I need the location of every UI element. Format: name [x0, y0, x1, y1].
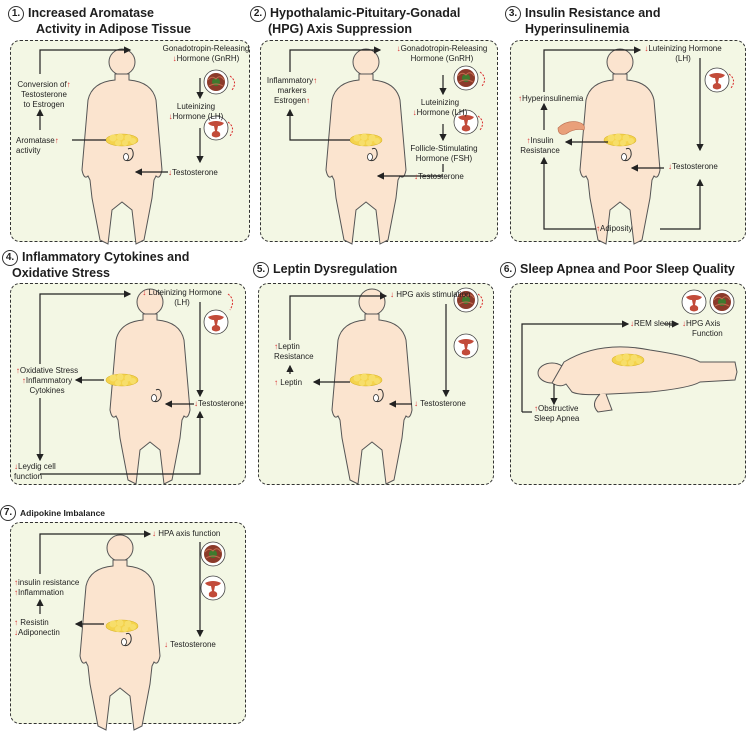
- p7-hpa-label: ↓ HPA axis function: [152, 529, 221, 538]
- p2-gnrh-label: ↓Gonadotropin-Releasing Hormone (GnRH): [396, 44, 488, 63]
- p3-lh-label: ↓Luteinizing Hormone (LH): [644, 44, 722, 63]
- pancreas-icon: [557, 121, 585, 135]
- p1-aromatase-label: Aromatase↑ activity: [16, 136, 59, 155]
- human-body-icon: [79, 534, 161, 731]
- panel-4-graphics: [36, 288, 234, 485]
- p2-testosterone-label: ↓Testosterone: [414, 172, 464, 181]
- panel-5-title: 5.Leptin Dysregulation: [253, 262, 397, 278]
- panel-1-title: 1.Increased Aromatase Activity in Adipos…: [8, 6, 191, 37]
- panel-7-number: 7.: [0, 505, 16, 521]
- p4-lh-label: ↓ Luteinizing Hormone (LH): [142, 288, 222, 307]
- p5-leptin-resistance-label: ↑Leptin Resistance: [274, 342, 314, 361]
- p4-testosterone-label: ↓Testosterone: [194, 399, 244, 408]
- panel-7-title: 7.Adipokine Imbalance: [0, 505, 105, 521]
- panel-2-title: 2.Hypothalamic-Pituitary-Gonadal (HPG) A…: [250, 6, 460, 37]
- p1-conversion-label: Conversion of↑ Testosterone to Estrogen: [17, 80, 71, 109]
- p3-adiposity-label: ↑Adiposity: [596, 224, 633, 233]
- p1-lh-label: Luteinizing ↓Hormone (LH): [168, 102, 224, 121]
- lying-human-body-icon: [537, 346, 738, 413]
- brain-icon: [453, 65, 479, 91]
- p3-testosterone-label: ↓Testosterone: [668, 162, 718, 171]
- p2-inflammatory-label: Inflammatory↑ markers Estrogen↑: [266, 76, 318, 105]
- panel-6-number: 6.: [500, 262, 516, 278]
- panel-5-number: 5.: [253, 262, 269, 278]
- panel-1-graphics: [36, 46, 236, 245]
- brain-icon: [203, 69, 229, 95]
- pituitary-gland-icon: [681, 289, 707, 315]
- panel-3-graphics: [540, 46, 735, 245]
- p2-lh-label: Luteinizing ↓Hormone (LH): [412, 98, 468, 117]
- human-body-icon: [325, 48, 407, 245]
- brain-icon: [709, 289, 735, 315]
- p6-hpg-label: ↓HPG Axis Function: [682, 319, 723, 338]
- panel-3-title: 3.Insulin Resistance and Hyperinsulinemi…: [505, 6, 660, 37]
- p5-testosterone-label: ↓ Testosterone: [414, 399, 466, 408]
- human-body-icon: [331, 288, 413, 485]
- panel-6-title: 6.Sleep Apnea and Poor Sleep Quality: [500, 262, 735, 278]
- panel-4-title: 4.Inflammatory Cytokines and Oxidative S…: [2, 250, 189, 281]
- panel-6-graphics: [521, 289, 738, 413]
- panel-7-graphics: [36, 530, 226, 731]
- p3-hyperinsulinemia-label: ↑Hyperinsulinemia: [518, 94, 584, 103]
- human-body-icon: [579, 48, 661, 245]
- human-body-icon: [109, 288, 191, 485]
- p7-testosterone-label: ↓ Testosterone: [164, 640, 216, 649]
- p4-leydig-label: ↓Leydig cell function: [14, 462, 56, 481]
- pituitary-gland-icon: [453, 333, 479, 359]
- p5-leptin-label: ↑ Leptin: [274, 378, 303, 387]
- p5-hpg-label: ↓ HPG axis stimulation: [390, 290, 471, 299]
- p3-insulin-label: ↑Insulin Resistance: [520, 136, 560, 155]
- panel-5-graphics: [286, 287, 484, 485]
- p6-osa-label: ↑Obstructive Sleep Apnea: [534, 404, 580, 423]
- p7-insulin-label: ↑insulin resistance ↑Inflammation: [14, 578, 80, 597]
- human-body-icon: [81, 48, 163, 245]
- panel-2-graphics: [286, 46, 486, 245]
- p4-oxidative-label: ↑Oxidative Stress ↑Inflammatory Cytokine…: [15, 366, 79, 395]
- p1-gnrh-label: Gonadotropin-Releasing ↓Hormone (GnRH): [162, 44, 250, 63]
- pituitary-gland-icon: [200, 575, 226, 601]
- pituitary-gland-icon: [704, 67, 730, 93]
- p7-resistin-label: ↑ Resistin ↓Adiponectin: [14, 618, 60, 637]
- p6-rem-label: ↓REM sleep: [630, 319, 674, 328]
- p1-testosterone-label: ↓Testosterone: [168, 168, 218, 177]
- brain-icon: [200, 541, 226, 567]
- pituitary-gland-icon: [203, 309, 229, 335]
- p2-fsh-label: Follicle-Stimulating Hormone (FSH): [410, 144, 478, 163]
